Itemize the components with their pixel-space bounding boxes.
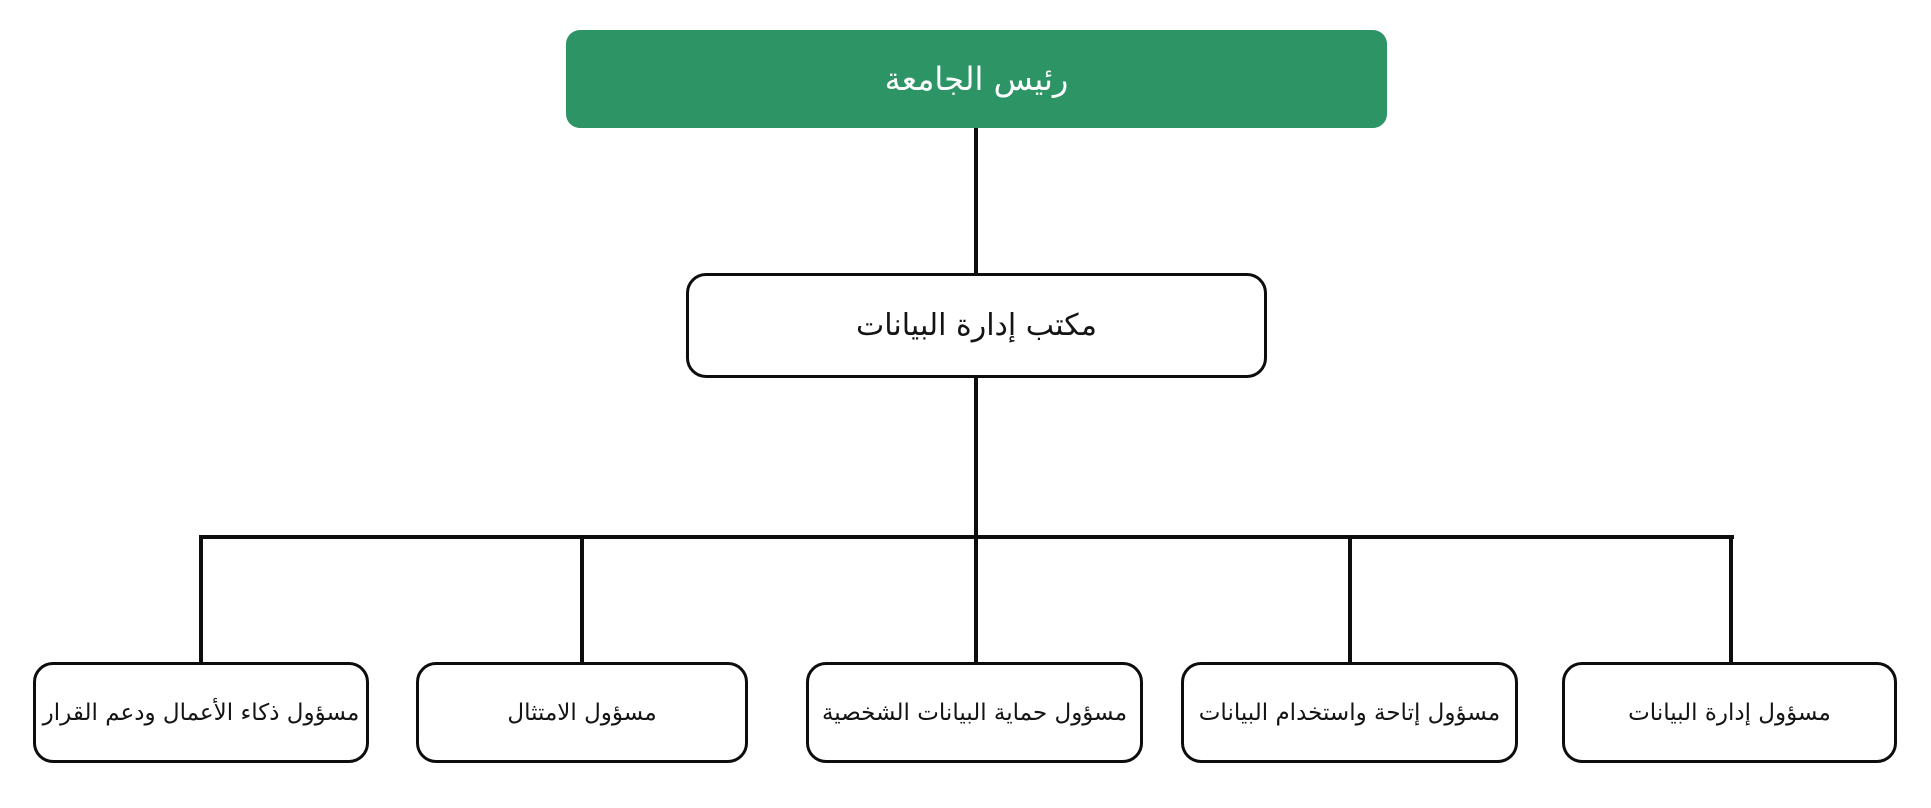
node-personal-data-protection-officer-label: مسؤول حماية البيانات الشخصية	[821, 699, 1128, 726]
node-university-president: رئيس الجامعة	[566, 30, 1387, 128]
node-data-management-office-label: مكتب إدارة البيانات	[856, 308, 1097, 343]
node-data-availability-usage-officer: مسؤول إتاحة واستخدام البيانات	[1181, 662, 1518, 763]
connector-drop-compliance-officer	[580, 537, 584, 666]
node-personal-data-protection-officer: مسؤول حماية البيانات الشخصية	[806, 662, 1143, 763]
node-data-management-officer-label: مسؤول إدارة البيانات	[1628, 699, 1831, 726]
connector-root-to-office	[974, 124, 978, 277]
node-compliance-officer-label: مسؤول الامتثال	[507, 699, 657, 726]
node-business-intelligence-officer: مسؤول ذكاء الأعمال ودعم القرار	[33, 662, 369, 763]
connector-office-to-branch	[974, 374, 978, 666]
connector-drop-availability-officer	[1348, 537, 1352, 666]
node-compliance-officer: مسؤول الامتثال	[416, 662, 748, 763]
node-university-president-label: رئيس الجامعة	[884, 60, 1069, 98]
connector-drop-data-mgmt-officer	[1729, 537, 1733, 666]
connector-drop-bi-officer	[199, 537, 203, 666]
connector-branch-horizontal	[199, 535, 1734, 539]
node-data-availability-usage-officer-label: مسؤول إتاحة واستخدام البيانات	[1198, 699, 1501, 726]
node-business-intelligence-officer-label: مسؤول ذكاء الأعمال ودعم القرار	[42, 699, 360, 726]
node-data-management-officer: مسؤول إدارة البيانات	[1562, 662, 1897, 763]
node-data-management-office: مكتب إدارة البيانات	[686, 273, 1267, 378]
